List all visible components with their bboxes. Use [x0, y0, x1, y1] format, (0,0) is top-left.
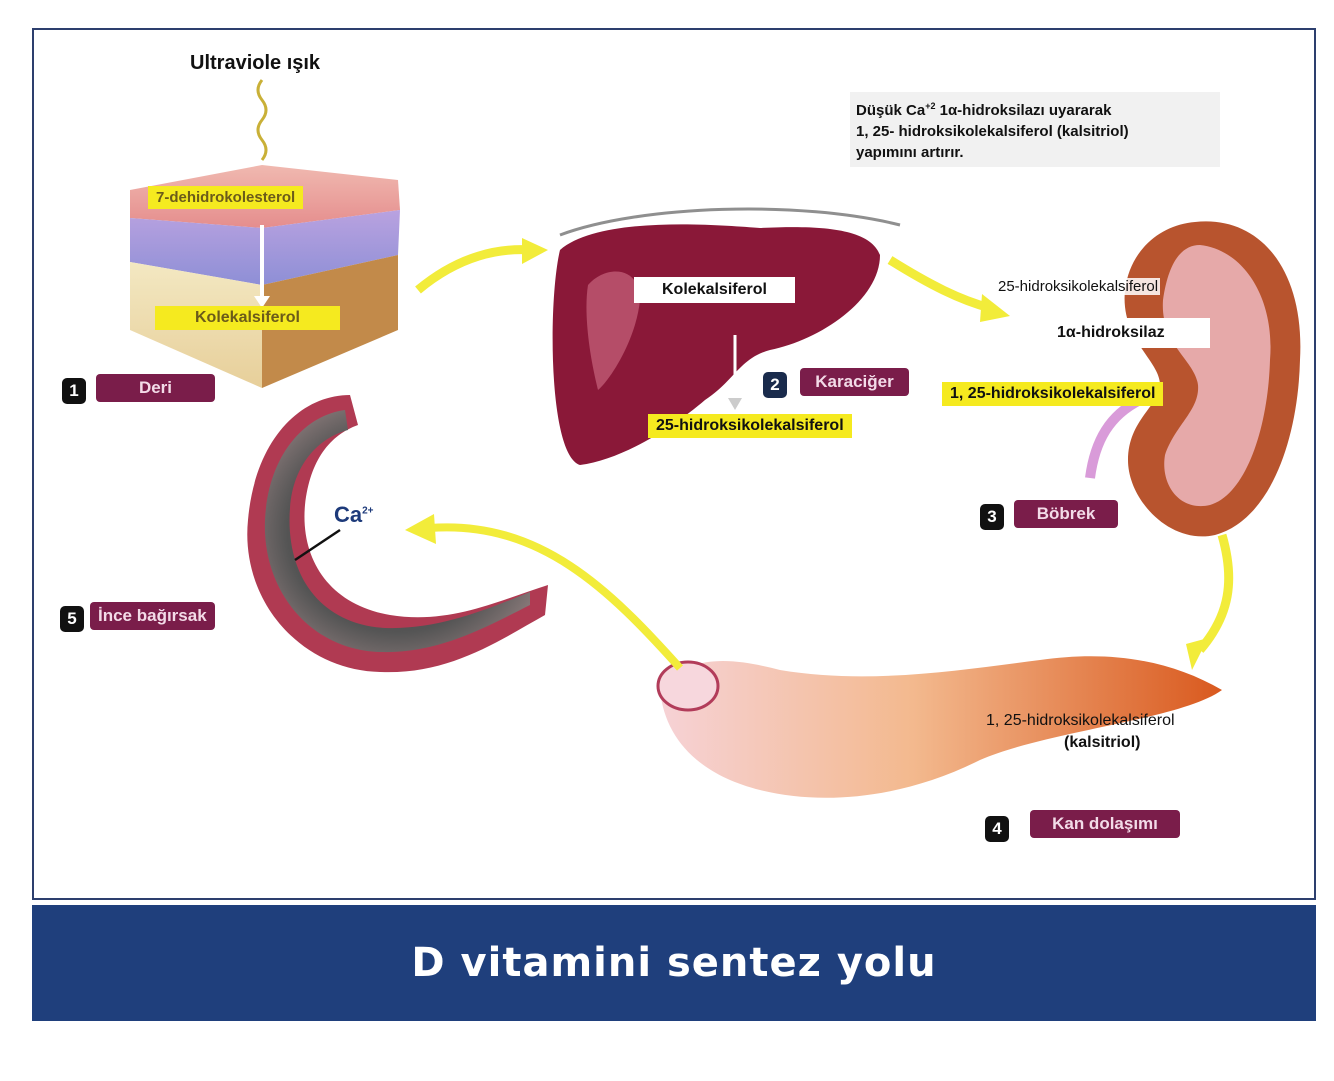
skin-block	[130, 79, 400, 388]
calcium-ion-label: Ca2+	[334, 502, 374, 528]
step-5-number: 5	[60, 606, 84, 632]
arrow-kidney-to-blood	[1196, 533, 1234, 653]
blood-vessel-opening	[656, 660, 720, 712]
kidney	[1085, 221, 1301, 537]
small-intestine	[247, 395, 548, 673]
skin-tag: Deri	[96, 374, 215, 402]
liver-tag: Karaciğer	[800, 368, 909, 396]
arrow-blood-to-intestine-head	[405, 514, 436, 544]
step-1-number: 1	[62, 378, 86, 404]
liver-output-arrowhead	[728, 398, 742, 410]
calcium-charge: 2+	[362, 505, 374, 517]
title-banner: D vitamini sentez yolu	[32, 905, 1316, 1021]
uv-label: Ultraviole ışık	[190, 52, 321, 74]
uv-ray	[256, 79, 268, 161]
skin-top-label: 7-dehidrokolesterol	[148, 186, 304, 209]
blood-label-line-2: (kalsitriol)	[1064, 734, 1141, 751]
skin-bottom-label: Kolekalsiferol	[155, 306, 340, 330]
note-line-2: 1, 25- hidroksikolekalsiferol (kalsitrio…	[856, 123, 1129, 140]
note-ca-charge: +2	[925, 101, 936, 111]
flow-arrows	[405, 238, 1234, 671]
calcium-absorption-arrow	[294, 528, 341, 562]
kidney-output-label: 1, 25-hidroksikolekalsiferol	[942, 382, 1164, 406]
kidney-tag: Böbrek	[1014, 500, 1118, 528]
arrow-skin-to-liver	[415, 245, 531, 294]
step-3-number: 3	[980, 504, 1004, 530]
blood-label-line-1: 1, 25-hidroksikolekalsiferol	[986, 712, 1175, 729]
arrow-liver-to-kidney-head	[980, 294, 1010, 322]
intestine-wall	[247, 395, 548, 673]
blood-vessel	[656, 656, 1222, 798]
note-box: Düşük Ca+2 1α-hidroksilazı uyararak 1, 2…	[850, 92, 1220, 167]
note-line-3: yapımını artırır.	[856, 144, 964, 161]
step-4-number: 4	[985, 816, 1009, 842]
intestine-tag: İnce bağırsak	[90, 602, 215, 630]
skin-layer-dermis	[130, 210, 400, 285]
blood-tag: Kan dolaşımı	[1030, 810, 1180, 838]
note-line-1-rest: 1α-hidroksilazı uyararak	[935, 102, 1112, 119]
calcium-symbol: Ca	[334, 502, 363, 527]
note-ca: Düşük Ca	[856, 102, 926, 119]
liver-highlight	[586, 271, 640, 390]
liver-ligament	[559, 207, 901, 237]
arrow-liver-to-kidney	[887, 256, 992, 313]
note-line-1: Düşük Ca+2 1α-hidroksilazı uyararak	[856, 96, 1214, 121]
step-2-number: 2	[763, 372, 787, 398]
kidney-medulla	[1162, 245, 1271, 507]
liver-output-label: 25-hidroksikolekalsiferol	[648, 414, 852, 438]
kidney-enzyme-label: 1α-hidroksilaz	[1012, 318, 1210, 348]
liver-inner-label: Kolekalsiferol	[634, 277, 795, 303]
blood-vessel-shape	[660, 656, 1222, 798]
arrow-blood-to-intestine	[429, 523, 683, 671]
arrow-skin-to-liver-head	[522, 238, 548, 264]
arrow-kidney-to-blood-head	[1186, 638, 1208, 670]
skin-conversion-arrowhead	[254, 296, 270, 308]
banner-title: D vitamini sentez yolu	[411, 940, 937, 986]
kidney-input-label: 25-hidroksikolekalsiferol	[996, 278, 1161, 295]
